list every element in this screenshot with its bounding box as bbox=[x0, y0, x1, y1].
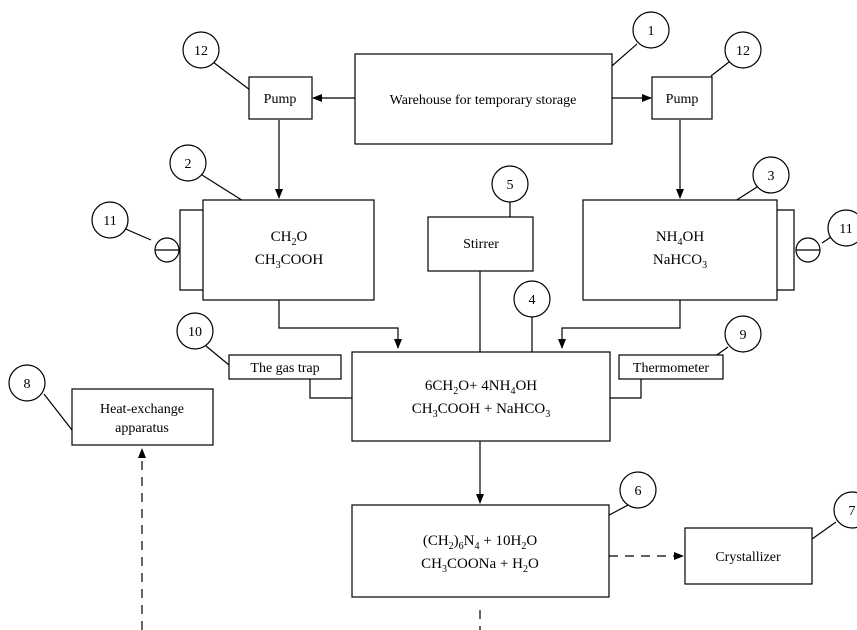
leader-7 bbox=[811, 521, 837, 540]
svg-text:4: 4 bbox=[529, 293, 536, 308]
right-vessel-bracket bbox=[777, 209, 795, 291]
callout-11-left: 11 bbox=[91, 201, 129, 239]
right-pump-box: Pump bbox=[651, 76, 713, 120]
heat-exchange-box: Heat-exchange apparatus bbox=[71, 388, 214, 446]
leader-12-left bbox=[212, 61, 251, 91]
left-vessel-formula-1: CH2O bbox=[271, 229, 308, 248]
svg-text:12: 12 bbox=[736, 44, 750, 59]
reactor-formula-1: 6CH2O+ 4NH4OH bbox=[425, 378, 537, 397]
callout-7: 7 bbox=[833, 491, 857, 529]
callout-8: 8 bbox=[8, 364, 46, 402]
callout-11-right: 11 bbox=[827, 209, 857, 247]
leader-8 bbox=[43, 393, 73, 431]
svg-text:3: 3 bbox=[768, 169, 775, 184]
svg-text:6: 6 bbox=[635, 484, 642, 499]
callout-9: 9 bbox=[724, 315, 762, 353]
leader-12-right bbox=[710, 61, 730, 77]
right-vessel-formula-1: NH4OH bbox=[656, 229, 705, 248]
right-vessel: NH4OH NaHCO3 bbox=[582, 199, 778, 301]
svg-text:9: 9 bbox=[740, 328, 747, 343]
gas-trap-label: The gas trap bbox=[250, 361, 319, 376]
stirrer-box: Stirrer bbox=[427, 216, 534, 272]
right-valve-icon bbox=[795, 237, 821, 263]
left-pump-label: Pump bbox=[264, 92, 297, 107]
svg-text:1: 1 bbox=[648, 24, 655, 39]
thermometer-box: Thermometer bbox=[618, 354, 724, 380]
thermometer-connector bbox=[610, 379, 642, 399]
right-pump-label: Pump bbox=[666, 92, 699, 107]
left-valve-icon bbox=[154, 237, 180, 263]
heat-exchange-arrowhead bbox=[138, 448, 146, 458]
crystallizer-box: Crystallizer bbox=[684, 527, 813, 585]
gas-trap-connector bbox=[309, 379, 352, 399]
callout-1: 1 bbox=[632, 11, 670, 49]
svg-text:10: 10 bbox=[188, 325, 202, 340]
callout-10: 10 bbox=[176, 312, 214, 350]
reactor-vessel: 6CH2O+ 4NH4OH CH3COOH + NaHCO3 bbox=[351, 351, 611, 442]
left-vessel-formula-2: CH3COOH bbox=[255, 252, 324, 271]
product-formula-2: CH3COONa + H2O bbox=[421, 556, 539, 575]
right-vessel-formula-2: NaHCO3 bbox=[653, 252, 707, 271]
callout-6: 6 bbox=[619, 471, 657, 509]
stirrer-label: Stirrer bbox=[463, 237, 499, 252]
callout-2: 2 bbox=[169, 144, 207, 182]
right-vessel-to-reactor-arrow bbox=[558, 300, 681, 349]
left-vessel: CH2O CH3COOH bbox=[202, 199, 375, 301]
left-vessel-to-reactor-arrow bbox=[278, 300, 402, 349]
svg-text:11: 11 bbox=[839, 222, 852, 237]
callout-3: 3 bbox=[752, 156, 790, 194]
crystallizer-label: Crystallizer bbox=[715, 550, 781, 565]
heat-exchange-label-2: apparatus bbox=[115, 421, 169, 436]
callout-4: 4 bbox=[513, 280, 551, 318]
warehouse-box: Warehouse for temporary storage bbox=[354, 53, 613, 145]
callout-12-right: 12 bbox=[724, 31, 762, 69]
svg-text:12: 12 bbox=[194, 44, 208, 59]
reactor-formula-2: CH3COOH + NaHCO3 bbox=[412, 401, 550, 420]
callout-5: 5 bbox=[491, 165, 529, 203]
leader-2 bbox=[201, 174, 249, 205]
svg-text:2: 2 bbox=[185, 157, 192, 172]
heat-exchange-label-1: Heat-exchange bbox=[100, 402, 184, 417]
warehouse-label: Warehouse for temporary storage bbox=[390, 93, 577, 108]
svg-text:5: 5 bbox=[507, 178, 514, 193]
svg-text:7: 7 bbox=[849, 504, 856, 519]
thermometer-label: Thermometer bbox=[633, 361, 710, 376]
svg-text:8: 8 bbox=[24, 377, 31, 392]
callout-12-left: 12 bbox=[182, 31, 220, 69]
gas-trap-box: The gas trap bbox=[228, 354, 342, 380]
svg-text:11: 11 bbox=[103, 214, 116, 229]
crystallizer-arrowhead bbox=[674, 552, 684, 560]
product-vessel: (CH2)6N4 + 10H2O CH3COONa + H2O bbox=[351, 504, 610, 598]
left-vessel-bracket bbox=[179, 209, 203, 291]
leader-10 bbox=[205, 345, 230, 366]
left-pump-box: Pump bbox=[248, 76, 313, 120]
